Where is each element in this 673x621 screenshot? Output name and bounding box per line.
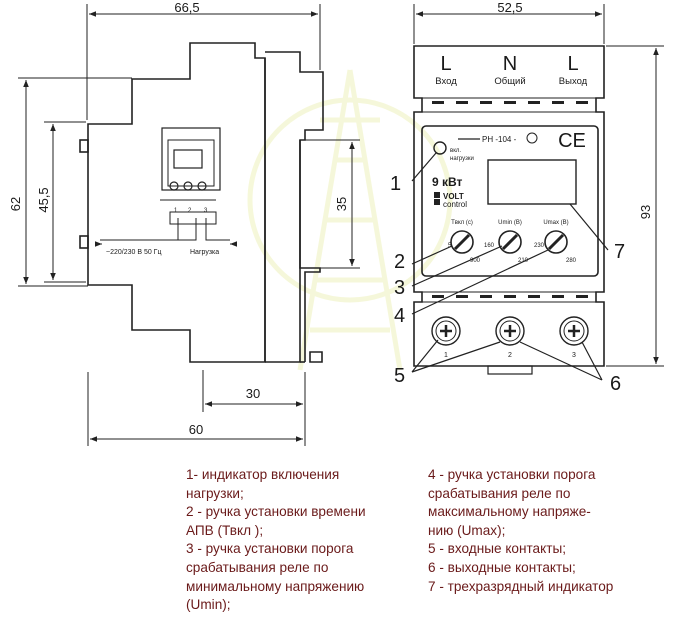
dim-front-height: 93: [638, 205, 653, 219]
watermark-logo: [247, 69, 453, 371]
side-terminal-2: 2: [188, 208, 192, 214]
legend-line: 4 - ручка установки порога: [428, 467, 596, 482]
dim-side-height: 62: [8, 197, 23, 211]
legend-line: 2 - ручка установки времени: [186, 504, 366, 520]
load-indicator-led: [433, 141, 447, 155]
terminal-l-out-letter: L: [567, 53, 578, 75]
terminal-l-out-label: Выход: [559, 76, 588, 87]
knob-umax-min: 230: [534, 243, 545, 249]
power-rating: 9 кВт: [432, 175, 463, 189]
side-terminal-numbers: 1 2 3: [174, 208, 208, 214]
callout-4: 4: [394, 305, 405, 327]
supply-label: ~220/230 В 50 Гц: [106, 249, 161, 256]
legend-line: АПВ (Твкл );: [186, 522, 264, 538]
cert-mark-icon: [526, 132, 538, 144]
knob-umax-label: Umax (В): [543, 220, 568, 226]
legend-line: 6 - выходные контакты;: [428, 559, 576, 575]
terminal-n-letter: N: [503, 53, 517, 75]
callout-6: 6: [610, 373, 621, 395]
terminal-n-label: Общий: [494, 76, 525, 87]
side-dimensions: [18, 4, 360, 446]
model-name: РН -104 -: [482, 135, 517, 144]
indicator-label-1: вкл.: [450, 148, 461, 154]
knob-umin-label: Umin (В): [498, 220, 522, 226]
legend-line: минимальному напряжению: [186, 578, 365, 594]
bottom-terminal-2: 2: [508, 352, 512, 359]
legend-line: максимальному напряже-: [428, 504, 591, 520]
knob-umax-max: 280: [566, 258, 577, 264]
knob-tvkl-label: Tвкл (с): [451, 220, 473, 226]
dim-depth-30: 30: [246, 386, 260, 401]
callout-1: 1: [390, 173, 401, 195]
dim-depth-60: 60: [189, 422, 203, 437]
dim-front-width: 52,5: [497, 0, 522, 15]
legend-left: 1- индикатор включения нагрузки; 2 - руч…: [186, 466, 366, 615]
three-digit-display: [487, 159, 577, 205]
callout-3: 3: [394, 277, 405, 299]
legend-line: 7 - трехразрядный индикатор: [428, 578, 614, 594]
legend-right: 4 - ручка установки порога срабатывания …: [428, 466, 613, 596]
knob-tvkl-max: 900: [470, 258, 481, 264]
terminal-l-in-letter: L: [440, 53, 451, 75]
callout-lines: [411, 152, 609, 381]
knob-umin[interactable]: Umin (В) 160 210: [484, 220, 529, 264]
legend-line: нагрузки;: [186, 485, 244, 501]
brand-logo-icon-2: [434, 199, 440, 205]
top-terminals: L Вход N Общий L Выход: [435, 53, 587, 87]
brand-line-2: control: [443, 200, 467, 209]
indicator-label-2: нагрузки: [450, 156, 474, 162]
knob-tvkl-min: 5: [448, 243, 452, 249]
dim-rail-height: 35: [334, 197, 349, 211]
legend-line: 5 - входные контакты;: [428, 541, 566, 557]
knob-umax[interactable]: Umax (В) 230 280: [534, 220, 577, 264]
legend-line: срабатывания реле по: [186, 559, 329, 575]
side-terminal-1: 1: [174, 208, 178, 214]
terminal-l-in-label: Вход: [435, 76, 457, 87]
load-label: Нагрузка: [190, 249, 219, 256]
callout-5: 5: [394, 365, 405, 387]
bottom-terminals: [431, 316, 589, 346]
bottom-terminal-3: 3: [572, 352, 576, 359]
top-vents: [432, 101, 588, 298]
legend-line: 3 - ручка установки порога: [186, 541, 354, 557]
knob-tvkl[interactable]: Tвкл (с) 5 900: [448, 220, 481, 264]
callout-2: 2: [394, 251, 405, 273]
bottom-terminal-1: 1: [444, 352, 448, 359]
legend-line: (Umin);: [186, 597, 231, 613]
dim-side-inner-height: 45,5: [36, 187, 51, 212]
callout-7: 7: [614, 241, 625, 263]
legend-line: нию (Umax);: [428, 522, 506, 538]
brand-logo-icon: [434, 192, 440, 198]
front-view: [413, 45, 605, 375]
dim-side-width: 66,5: [174, 0, 199, 15]
front-dimensions: [413, 4, 664, 367]
brand-line-1: VOLT: [443, 192, 464, 201]
ce-mark: CE: [558, 130, 586, 152]
side-terminal-3: 3: [204, 208, 208, 214]
legend-line: 1- индикатор включения: [186, 467, 340, 482]
side-view: [79, 42, 324, 363]
knob-umin-min: 160: [484, 243, 495, 249]
legend-line: срабатывания реле по: [428, 485, 571, 501]
